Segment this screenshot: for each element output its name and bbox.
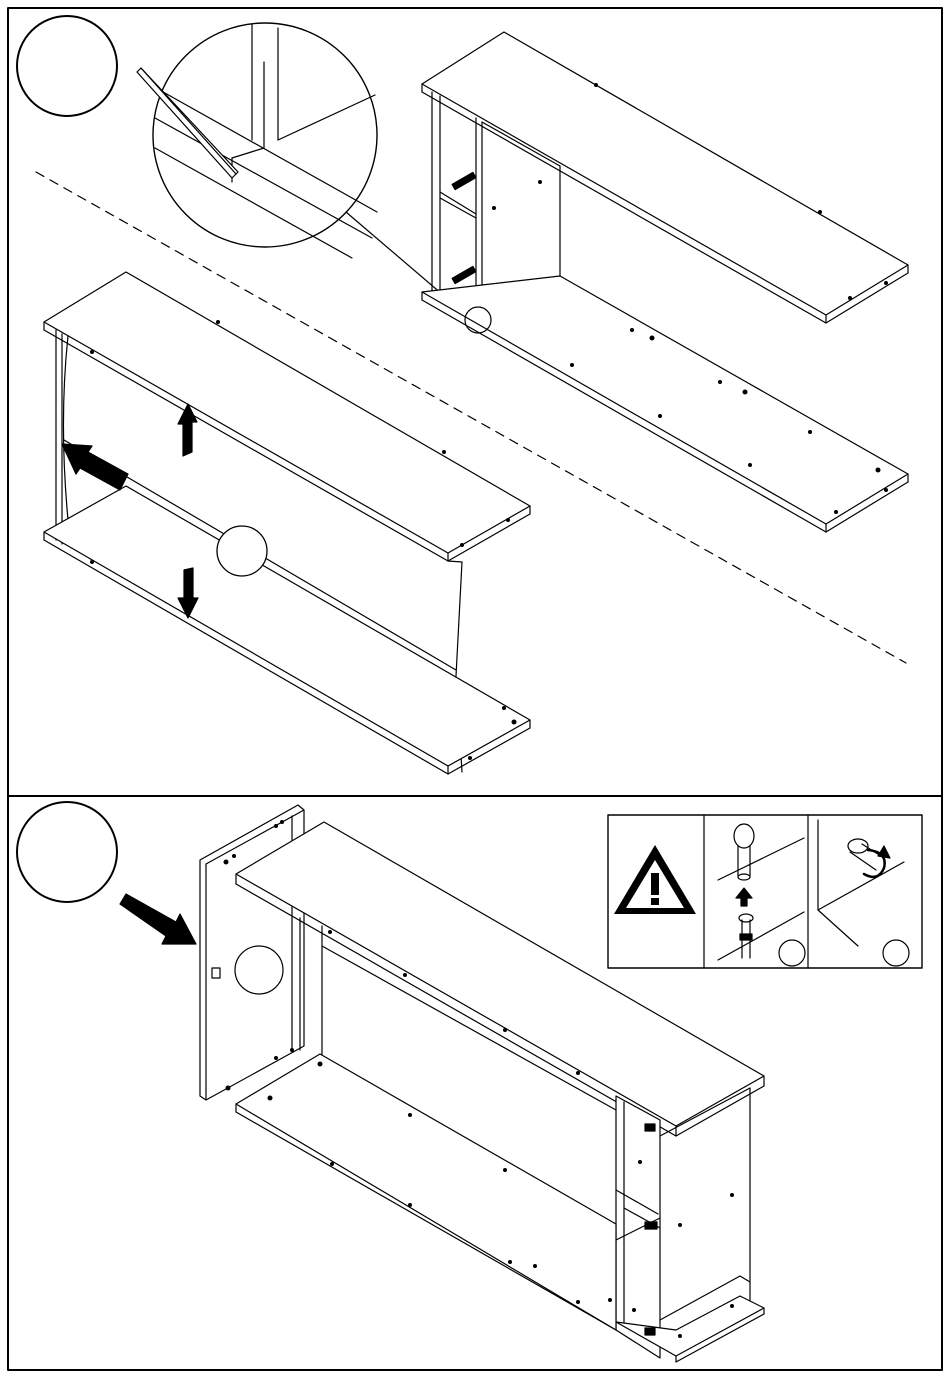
warning-triangle-exclamation-icon	[614, 845, 696, 914]
zoom-detail-groove	[137, 23, 470, 318]
step-1-marker	[17, 16, 117, 116]
step-1	[17, 16, 908, 774]
step-2	[17, 802, 922, 1362]
arrow-pull	[62, 444, 128, 490]
arrow-side-panel	[120, 894, 196, 944]
cam-lock-warning-inset	[608, 815, 922, 968]
arrow-up	[178, 404, 197, 456]
back-panel-flexed-insertion	[44, 272, 530, 774]
step-2-marker	[17, 802, 117, 902]
tighten-cam-lock	[818, 820, 909, 966]
cabinet-carcass-upright	[422, 32, 908, 532]
insert-dowel-pin	[718, 824, 805, 966]
